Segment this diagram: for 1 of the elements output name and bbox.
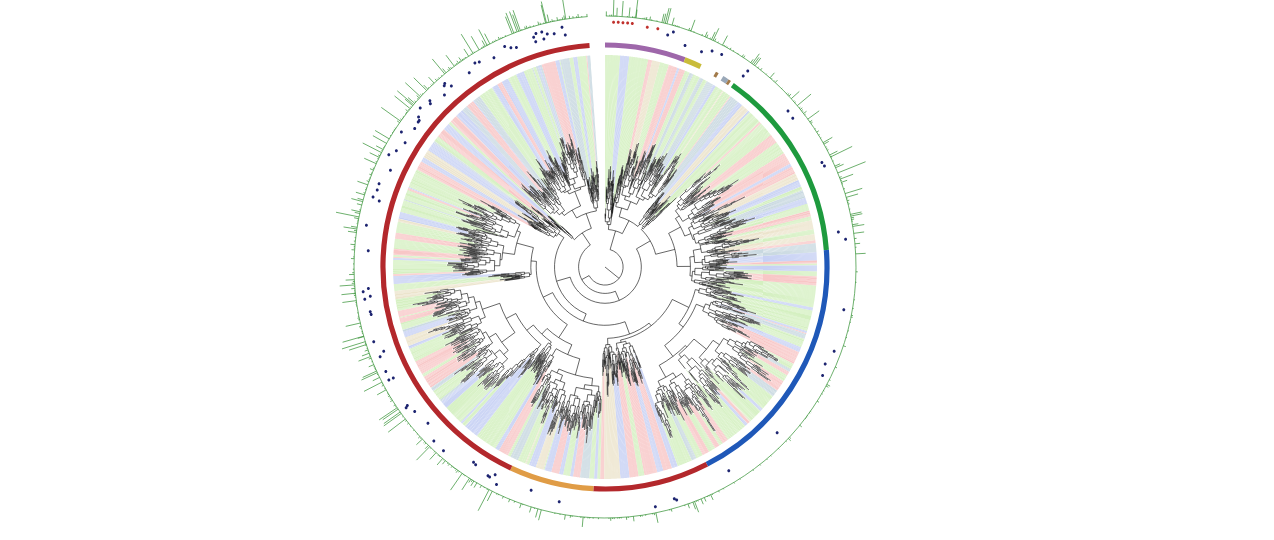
circular-phylogenetic-tree xyxy=(335,0,866,528)
